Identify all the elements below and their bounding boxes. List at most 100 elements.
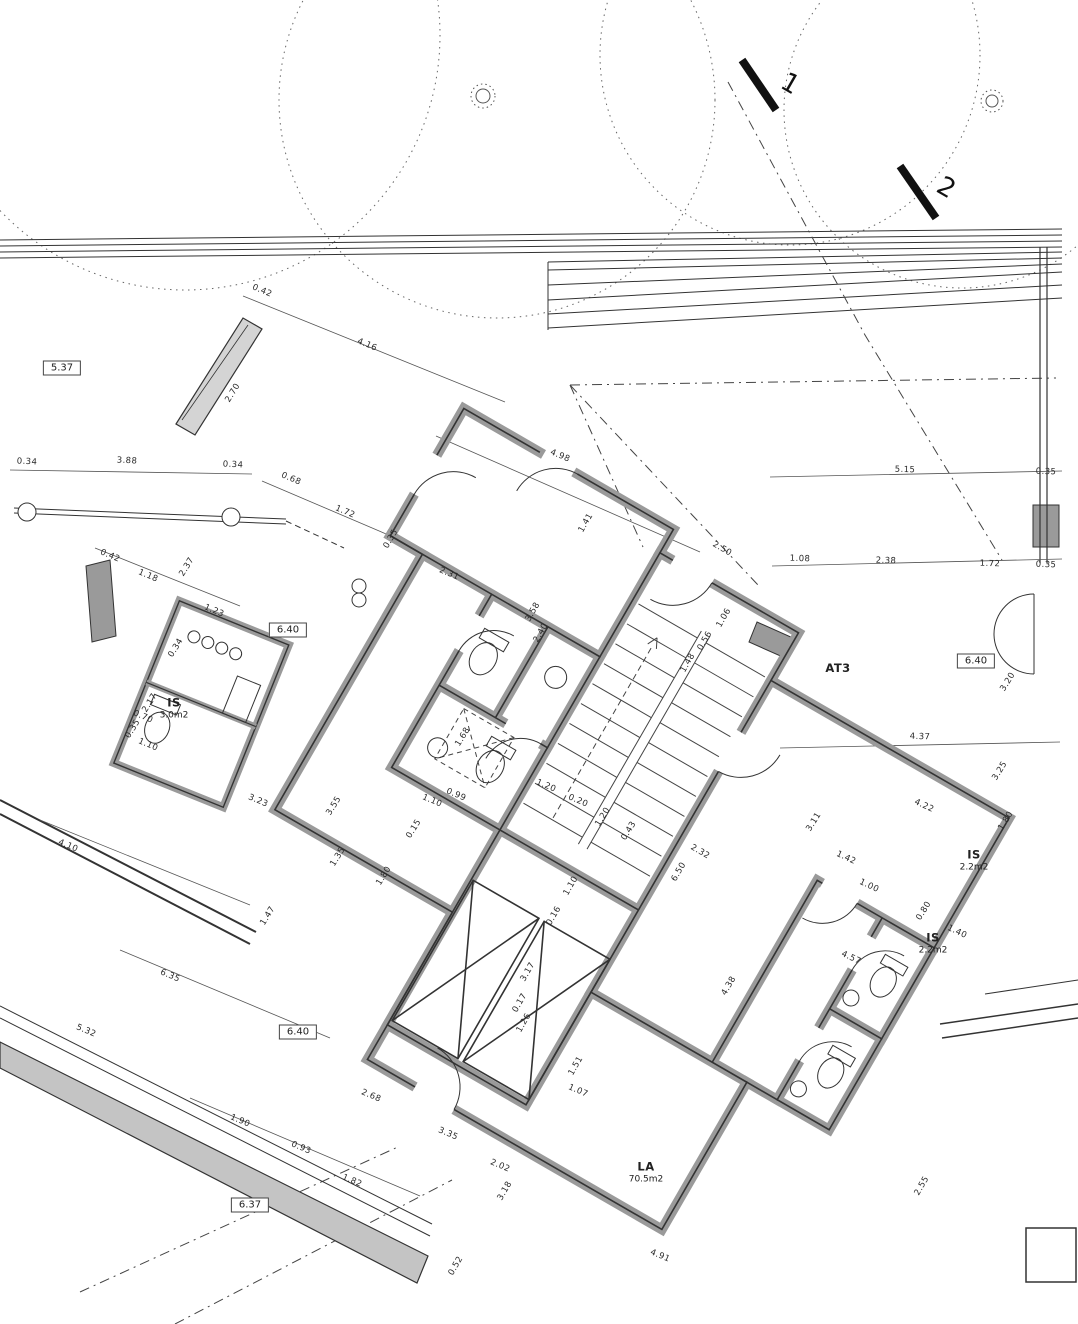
dimension-label: 0.20	[566, 792, 590, 810]
door-symbol-circles	[351, 578, 367, 608]
dimension-label: 1.20	[593, 805, 613, 829]
grid-axis-number: 2	[931, 170, 961, 206]
dimension-label: 0.99	[444, 786, 468, 804]
dimension-label: 3.88	[116, 455, 138, 467]
dimension-label: 4.10	[56, 837, 80, 855]
room-name: LA	[637, 1159, 655, 1174]
dimension-label: 4.16	[355, 336, 379, 354]
dimension-label: 3.35	[436, 1125, 460, 1143]
dimension-label: 0.35	[1035, 559, 1057, 571]
dimension-label: 0.42	[250, 282, 274, 300]
dimension-label: 1.20	[534, 777, 558, 795]
dimension-label: 1.18	[136, 567, 160, 585]
dimension-label: 2.40	[531, 621, 551, 645]
dimension-label: 1.26	[514, 1011, 534, 1035]
room-area: 2.2m2	[918, 945, 948, 956]
dimension-label: 4.38	[719, 974, 739, 998]
door-swings	[413, 467, 905, 1110]
dimension-label: 1.80	[374, 864, 394, 888]
dimension-label: 0.93	[289, 1139, 313, 1157]
dimension-label: 1.07	[566, 1082, 590, 1100]
lower-left-structure	[0, 799, 433, 1284]
dimension-label: 0.56	[695, 629, 715, 653]
dimension-label: 3.18	[495, 1179, 515, 1203]
dashed-boundary-lines	[79, 81, 1057, 1324]
dimension-label: 1.72	[979, 558, 1001, 570]
dimension-label: 3.58	[523, 600, 543, 624]
room-name: IS	[926, 930, 940, 945]
dimension-label: 0.35	[1035, 466, 1057, 478]
dimension-label: 2.70	[223, 381, 243, 405]
wc-fixtures-right	[789, 953, 909, 1098]
grid-axis-number: 1	[775, 66, 805, 102]
dimension-label: 1.10	[136, 736, 160, 754]
dimension-label: 1.35	[328, 845, 348, 869]
boxed-dimension: 6.37	[230, 1197, 270, 1213]
dimension-label: 3.25	[990, 759, 1010, 783]
dimension-label: 0.17	[510, 991, 530, 1015]
left-annex	[108, 595, 295, 813]
boxed-dimension: 6.40	[268, 622, 308, 638]
dimension-lines	[9, 295, 1063, 1197]
right-site-walls	[939, 247, 1078, 1283]
room-label: AT3	[825, 661, 850, 675]
dimension-label: 1.06	[714, 606, 734, 630]
boxed-dimension: 6.40	[956, 653, 996, 669]
dimension-label: 4.37	[909, 731, 931, 743]
dimension-label: 1.82	[340, 1172, 364, 1190]
axis-line-left	[13, 502, 345, 549]
dimension-label: 1.41	[576, 511, 596, 535]
dimension-label: 4.57	[839, 949, 863, 967]
dimension-label: 1.42	[834, 849, 858, 867]
dimension-label: 1.10	[561, 874, 581, 898]
grid-mark-ticks	[738, 57, 940, 221]
dimension-label: 0.52	[446, 1254, 466, 1278]
dimension-label: 0.42	[98, 547, 122, 565]
dimension-label: 0.43	[619, 819, 639, 843]
dimension-label: 0.16	[544, 904, 564, 928]
dimension-label: 1.80	[996, 809, 1016, 833]
road-lines	[0, 228, 1063, 330]
dimension-label: 2.02	[488, 1157, 512, 1175]
dimension-label: 2.38	[875, 555, 897, 567]
dimension-label: 1.47	[258, 904, 278, 928]
dimension-label: 0.34	[16, 456, 38, 468]
dimension-label: 0.34	[222, 459, 244, 471]
room-name: IS	[167, 695, 181, 710]
dimension-label: 1.51	[566, 1054, 586, 1078]
building-plan	[268, 401, 1016, 1237]
boxed-dimension: 6.40	[278, 1024, 318, 1040]
dimension-label: 1.68	[453, 725, 473, 749]
dimension-label: 3.23	[246, 792, 270, 810]
tree-center-icons	[470, 83, 1004, 113]
dimension-label: 4.91	[648, 1247, 672, 1265]
column-blocks	[85, 504, 1060, 659]
dimension-label: 2.32	[688, 842, 712, 862]
room-name: IS	[967, 847, 981, 862]
wc-fixtures-left	[427, 627, 568, 784]
walls-outline	[273, 407, 1011, 1231]
dimension-label: 1.72	[333, 503, 357, 521]
dimension-label: 3.55	[324, 794, 344, 818]
dimension-label: 0.80	[914, 899, 934, 923]
dimension-label: 1.08	[789, 553, 811, 565]
dimension-label: 2.55	[912, 1174, 932, 1198]
tree-outline-circles	[0, 0, 1078, 319]
dimension-label: 3.11	[804, 810, 824, 834]
dimension-label: 6.35	[158, 967, 182, 985]
boxed-dimension: 5.37	[42, 360, 82, 376]
dimension-label: 1.40	[945, 923, 969, 941]
dimension-label: 2.37	[177, 555, 197, 579]
dimension-label: 0.35	[381, 527, 401, 551]
dimension-label: 5.15	[894, 464, 916, 476]
dimension-label: 1.23	[202, 602, 226, 620]
dimension-label: 2.31	[437, 565, 461, 583]
dimension-label: 4.22	[912, 797, 936, 815]
elevator-shafts	[391, 879, 612, 1101]
planter-wall	[175, 317, 263, 436]
room-area: 70.5m2	[628, 1174, 664, 1185]
